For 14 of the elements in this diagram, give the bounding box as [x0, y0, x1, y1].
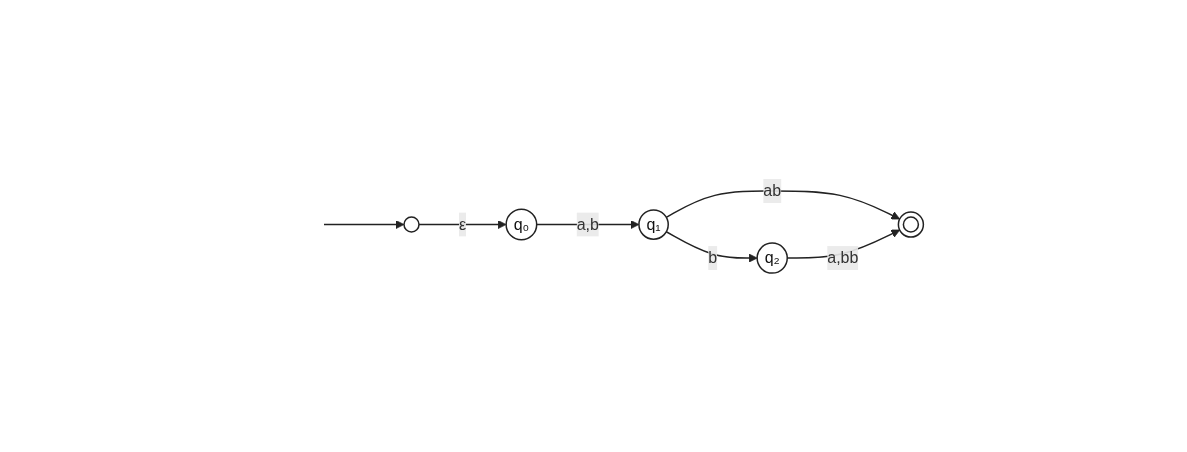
edge-label: a,b — [576, 215, 599, 233]
edge-label: a,bb — [827, 248, 859, 266]
edge-label: ab — [763, 181, 781, 199]
node-circle: q₀ — [505, 208, 538, 241]
node-doublecircle — [897, 211, 924, 238]
node-circle — [403, 216, 420, 233]
arrow — [418, 220, 507, 229]
arrow — [323, 220, 405, 229]
node-circle: q₁ — [638, 209, 669, 240]
edge-label: b — [708, 248, 717, 266]
edge-label: ε — [458, 215, 466, 233]
node-circle: q₂ — [756, 242, 788, 274]
arrow — [665, 230, 758, 263]
arrow — [665, 190, 900, 220]
